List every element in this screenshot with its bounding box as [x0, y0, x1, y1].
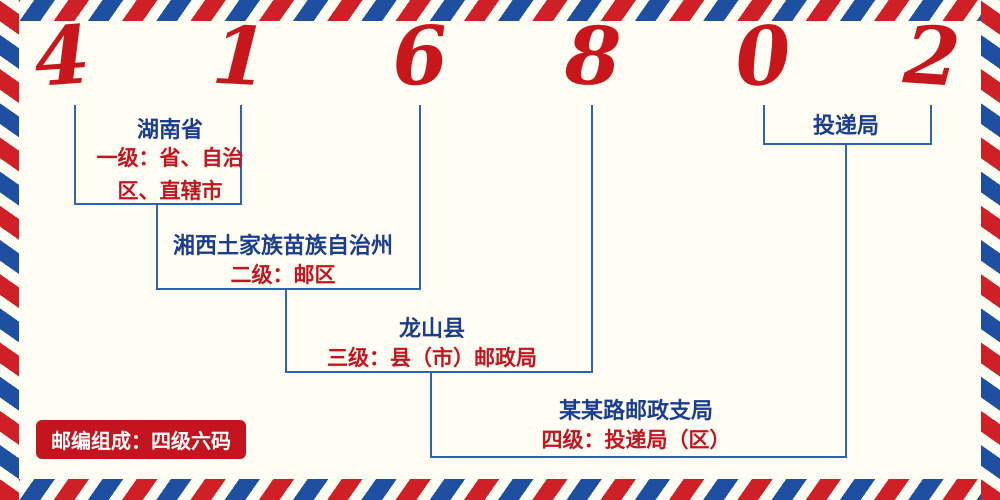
connector-line [74, 203, 242, 205]
level2-desc: 二级：邮区 [230, 263, 336, 287]
airmail-border-bottom [0, 479, 1000, 500]
connector-line [591, 105, 593, 373]
composition-badge: 邮编组成：四级六码 [36, 420, 246, 459]
connector-line [285, 371, 593, 373]
level1-region-label: 湖南省 [136, 118, 204, 143]
level2-region-label: 湘西土家族苗族自治州 [172, 234, 394, 259]
connector-line [156, 288, 421, 290]
postal-digit-2: 1 [209, 7, 271, 105]
postal-digit-4: 8 [563, 8, 623, 104]
connector-line [156, 205, 158, 290]
postal-digit-3: 6 [389, 7, 451, 105]
connector-line [74, 105, 76, 205]
level3-region-label: 龙山县 [398, 317, 466, 342]
connector-line [763, 143, 932, 145]
connector-line [285, 290, 287, 373]
postal-digit-1: 4 [30, 7, 94, 105]
connector-line [419, 105, 421, 290]
connector-line [240, 105, 242, 205]
connector-line [430, 456, 847, 458]
connector-line [845, 145, 847, 458]
postal-digit-6: 2 [900, 7, 964, 105]
level3-desc: 三级：县（市）邮政局 [327, 346, 537, 370]
level4-branch-label: 某某路邮政支局 [558, 399, 714, 424]
delivery-office-label: 投递局 [812, 114, 880, 139]
airmail-border-top [0, 0, 1000, 21]
postal-digit-5: 0 [731, 6, 795, 106]
connector-line [763, 105, 765, 145]
connector-line [430, 373, 432, 458]
connector-line [930, 105, 932, 145]
level4-desc: 四级：投递局（区） [541, 428, 731, 452]
level1-desc: 一级：省、自治区、直辖市 [96, 146, 244, 203]
airmail-border-left [0, 0, 19, 500]
airmail-border-right [981, 0, 1000, 500]
